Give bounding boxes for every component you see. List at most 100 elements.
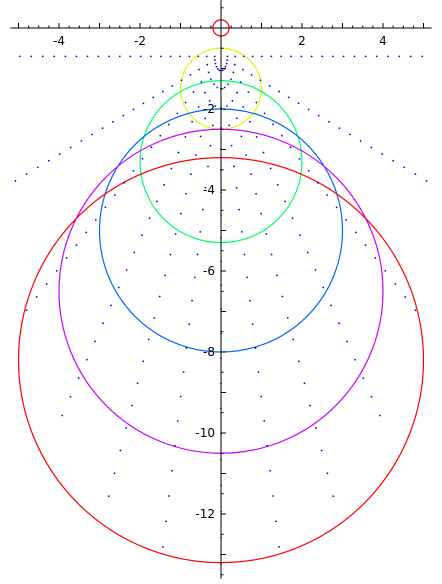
scatter-point (191, 299, 193, 302)
scatter-point (101, 127, 104, 130)
scatter-point (414, 173, 417, 176)
scatter-point (276, 274, 278, 277)
scatter-point (212, 83, 215, 86)
scatter-point (387, 55, 389, 58)
scatter-point (80, 140, 83, 142)
scatter-point (69, 395, 72, 398)
scatter-point (251, 323, 254, 326)
scatter-point (362, 377, 365, 380)
scatter-point (14, 180, 17, 182)
scatter-point (228, 124, 231, 127)
scatter-point (132, 108, 135, 111)
scatter-point (155, 200, 158, 203)
scatter-point (364, 244, 367, 247)
scatter-point (374, 257, 377, 259)
scatter-point (310, 55, 313, 58)
scatter-point (250, 173, 252, 176)
scatter-point (254, 347, 257, 349)
y-tick-label: -2 (203, 102, 215, 116)
scatter-point (364, 55, 367, 58)
scatter-point (260, 55, 263, 58)
scatter-point (272, 495, 274, 497)
scatter-point (375, 55, 378, 58)
scatter-point (303, 382, 306, 385)
scatter-point (207, 165, 209, 168)
scatter-point (193, 276, 196, 279)
scatter-point (248, 120, 251, 123)
scatter-point (269, 167, 272, 170)
scatter-point (159, 55, 162, 58)
scatter-point (41, 55, 44, 58)
scatter-point (190, 173, 192, 176)
scatter-point (196, 253, 199, 256)
y-tick-label: -8 (203, 345, 215, 359)
scatter-point (328, 120, 330, 123)
scatter-point (223, 86, 226, 89)
scatter-point (235, 186, 238, 189)
scatter-point (235, 117, 238, 120)
scatter-point (204, 186, 207, 189)
scatter-point (179, 55, 182, 58)
scatter-point (378, 414, 381, 417)
scatter-point (113, 472, 116, 475)
scatter-point (263, 420, 266, 422)
scatter-point (321, 55, 324, 58)
scatter-point (326, 472, 329, 475)
scatter-point (104, 206, 107, 209)
scatter-point (331, 55, 334, 58)
scatter-point (112, 120, 114, 123)
scatter-point (189, 73, 192, 76)
scatter-point (117, 286, 120, 289)
scatter-point (394, 283, 397, 285)
scatter-point (94, 340, 96, 343)
scatter-point (161, 90, 164, 93)
x-tick-label: 4 (379, 34, 387, 48)
scatter-point (209, 144, 212, 147)
scatter-point (184, 136, 187, 138)
scatter-point (265, 233, 268, 235)
scatter-point (230, 144, 233, 147)
scatter-point (278, 90, 281, 93)
scatter-point (75, 55, 78, 58)
scatter-point (354, 231, 357, 234)
scatter-point (130, 404, 133, 407)
scatter-point (249, 299, 251, 302)
scatter-point (306, 251, 309, 254)
scatter-point (55, 269, 58, 272)
y-tick-label: -10 (195, 426, 215, 440)
scatter-point (349, 133, 351, 136)
scatter-point (297, 102, 300, 105)
scatter-point (110, 304, 112, 307)
scatter-point (290, 55, 293, 58)
scatter-point (123, 181, 126, 184)
scatter-point (234, 55, 237, 58)
scatter-point (200, 81, 203, 83)
scatter-point (307, 108, 310, 111)
scatter-point (179, 212, 182, 215)
scatter-point (169, 55, 172, 58)
scatter-point (275, 520, 277, 523)
scatter-point (153, 316, 156, 319)
scatter-point (122, 114, 125, 117)
scatter-point (257, 371, 260, 374)
scatter-point (247, 91, 250, 94)
scatter-point (243, 253, 246, 256)
scatter-point (188, 55, 191, 58)
scatter-point (260, 212, 263, 215)
scatter-point (171, 469, 173, 472)
scatter-point (289, 146, 292, 149)
scatter-point (300, 55, 303, 58)
scatter-point (278, 546, 281, 548)
scatter-point (149, 55, 152, 58)
scatter-point (179, 395, 182, 398)
scatter-point (113, 194, 116, 196)
scatter-point (206, 63, 209, 66)
scatter-point (213, 55, 216, 58)
scatter-point (409, 55, 412, 58)
scatter-point (338, 127, 341, 130)
x-tick-label: 2 (298, 34, 306, 48)
scatter-point (221, 69, 224, 72)
scatter-point (314, 268, 317, 271)
scatter-point (276, 183, 279, 186)
y-tick-label: -12 (195, 507, 215, 521)
